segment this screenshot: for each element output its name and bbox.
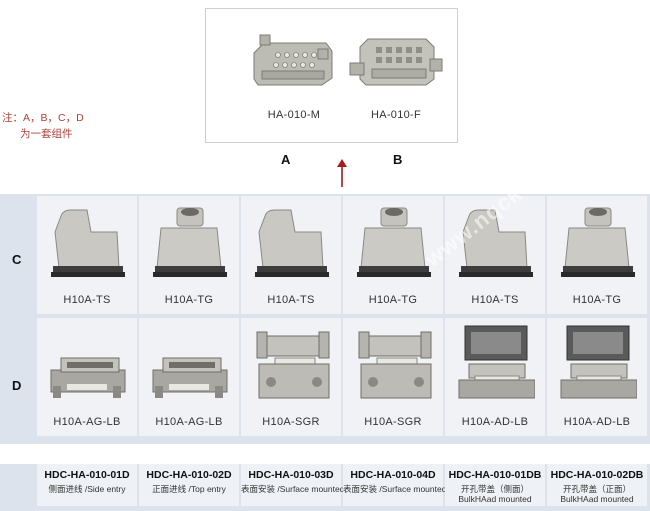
hood-label: H10A-TG — [164, 294, 214, 306]
set-cell: HDC-HA-010-01DB 开孔带盖（侧面）BulkHAad mounted — [445, 464, 545, 506]
set-code: HDC-HA-010-02DB — [550, 469, 644, 481]
housing-cell: H10A-AD-LB — [445, 318, 545, 436]
hood-icon — [557, 202, 637, 284]
housing-cell: H10A-AD-LB — [547, 318, 647, 436]
set-code: HDC-HA-010-04D — [350, 469, 436, 481]
housing-cell: H10A-SGR — [343, 318, 443, 436]
set-cell: HDC-HA-010-02D 正面进线 /Top entry — [139, 464, 239, 506]
hood-label: H10A-TG — [368, 294, 418, 306]
product-box: HA-010-M HA-010-F — [205, 8, 458, 143]
housing-icon — [353, 324, 433, 406]
hood-cell: H10A-TG — [547, 196, 647, 314]
set-cell: HDC-HA-010-01D 侧面进线 /Side entry — [37, 464, 137, 506]
housing-label: H10A-AD-LB — [563, 416, 631, 428]
female-insert-icon — [349, 38, 443, 86]
hood-icon — [149, 202, 229, 284]
set-description: 侧面进线 /Side entry — [48, 484, 126, 494]
housing-cell: H10A-AG-LB — [37, 318, 137, 436]
note-line-1: 注：A，B，C，D — [2, 112, 84, 124]
housing-icon — [47, 324, 127, 406]
hood-cell: H10A-TG — [139, 196, 239, 314]
hood-cell: H10A-TS — [241, 196, 341, 314]
housing-label: H10A-SGR — [262, 416, 320, 428]
hood-cell: H10A-TS — [445, 196, 545, 314]
set-description-en: BulkHAad mounted — [560, 494, 634, 504]
label-b: B — [393, 152, 403, 167]
hood-cell: H10A-TS — [37, 196, 137, 314]
housing-icon — [149, 324, 229, 406]
set-code: HDC-HA-010-01D — [44, 469, 130, 481]
hood-label: H10A-TS — [63, 294, 111, 306]
housing-label: H10A-SGR — [364, 416, 422, 428]
housing-icon — [557, 324, 638, 406]
set-code: HDC-HA-010-03D — [248, 469, 334, 481]
housing-label: H10A-AG-LB — [155, 416, 223, 428]
product-code-a: HA-010-M — [267, 109, 321, 121]
hood-icon — [455, 202, 535, 284]
housing-cell: H10A-AG-LB — [139, 318, 239, 436]
set-description: 表面安装 /Surface mounted — [343, 484, 447, 494]
set-note: 注：A，B，C，D 为一套组件 — [2, 110, 84, 142]
housing-icon — [251, 324, 331, 406]
set-code: HDC-HA-010-02D — [146, 469, 232, 481]
male-insert-icon — [253, 34, 333, 86]
up-arrow-icon — [337, 159, 347, 187]
set-cell: HDC-HA-010-03D 表面安装 /Surface mounted — [241, 464, 345, 506]
label-a: A — [281, 152, 291, 167]
row-label-c: C — [12, 252, 22, 267]
housing-label: H10A-AD-LB — [461, 416, 529, 428]
set-code: HDC-HA-010-01DB — [448, 469, 542, 481]
housing-icon — [455, 324, 536, 406]
set-cell: HDC-HA-010-04D 表面安装 /Surface mounted — [343, 464, 447, 506]
hood-label: H10A-TG — [572, 294, 622, 306]
hood-cell: H10A-TG — [343, 196, 443, 314]
set-description: 开孔带盖（侧面） — [460, 484, 529, 494]
set-cell: HDC-HA-010-02DB 开孔带盖（正面）BulkHAad mounted — [547, 464, 647, 506]
note-line-2: 为一套组件 — [20, 128, 73, 140]
hood-icon — [251, 202, 331, 284]
set-description: 开孔带盖（正面） — [562, 484, 631, 494]
set-description-en: BulkHAad mounted — [458, 494, 532, 504]
housing-cell: H10A-SGR — [241, 318, 341, 436]
hood-label: H10A-TS — [471, 294, 519, 306]
hood-icon — [353, 202, 433, 284]
hood-icon — [47, 202, 127, 284]
product-code-b: HA-010-F — [370, 109, 422, 121]
housing-label: H10A-AG-LB — [53, 416, 121, 428]
row-label-d: D — [12, 378, 22, 393]
set-description: 表面安装 /Surface mounted — [241, 484, 345, 494]
hood-label: H10A-TS — [267, 294, 315, 306]
set-description: 正面进线 /Top entry — [152, 484, 226, 494]
